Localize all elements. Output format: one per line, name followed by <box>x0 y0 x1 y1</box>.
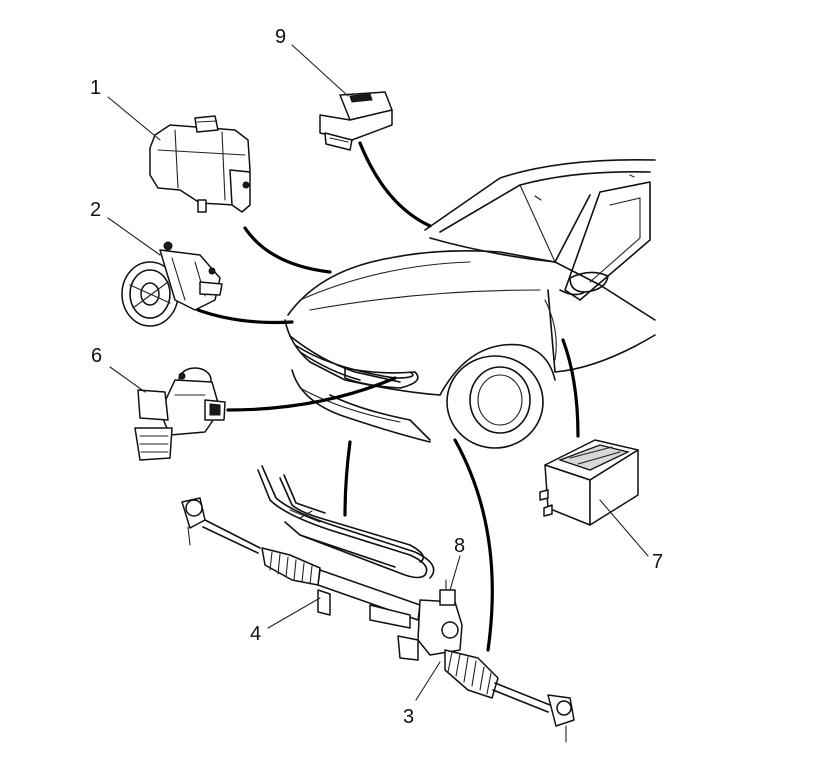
callout-8: 8 <box>454 535 465 557</box>
callout-leaders <box>107 44 649 701</box>
relay-module <box>539 439 639 526</box>
fluid-reservoir <box>149 115 251 213</box>
callout-9: 9 <box>275 26 286 48</box>
callout-7: 7 <box>652 551 663 573</box>
callout-6: 6 <box>91 345 102 367</box>
flow-control-valve <box>134 367 226 461</box>
car-illustration <box>284 159 656 449</box>
power-steering-pump <box>121 241 223 327</box>
callout-3: 3 <box>403 706 414 728</box>
callout-4: 4 <box>250 623 261 645</box>
callout-1: 1 <box>90 77 101 99</box>
callout-numbers: 1 2 6 9 7 4 3 8 <box>90 26 663 728</box>
callout-2: 2 <box>90 199 101 221</box>
control-unit <box>319 91 393 151</box>
connector-lines <box>196 141 580 652</box>
hydraulic-pipes <box>257 465 435 579</box>
steering-rack <box>181 497 575 743</box>
